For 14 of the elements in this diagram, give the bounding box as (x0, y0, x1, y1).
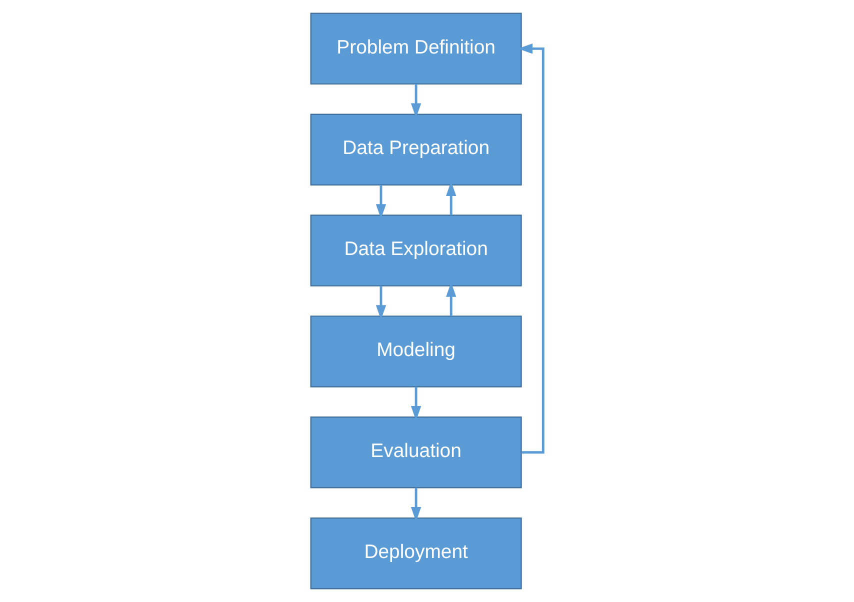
node-box: Evaluation (310, 416, 522, 488)
arrow (446, 181, 456, 216)
node-box: Data Exploration (310, 214, 522, 286)
node-box: Modeling (310, 316, 522, 388)
arrow (518, 44, 544, 454)
node-box: Data Preparation (310, 114, 522, 186)
arrow (410, 488, 422, 522)
arrow (376, 286, 386, 320)
node-box: Deployment (310, 517, 522, 590)
arrow (410, 386, 422, 421)
arrow (410, 84, 422, 118)
node-box: Problem Definition (310, 12, 522, 85)
arrow (446, 282, 456, 316)
arrow (376, 184, 386, 219)
